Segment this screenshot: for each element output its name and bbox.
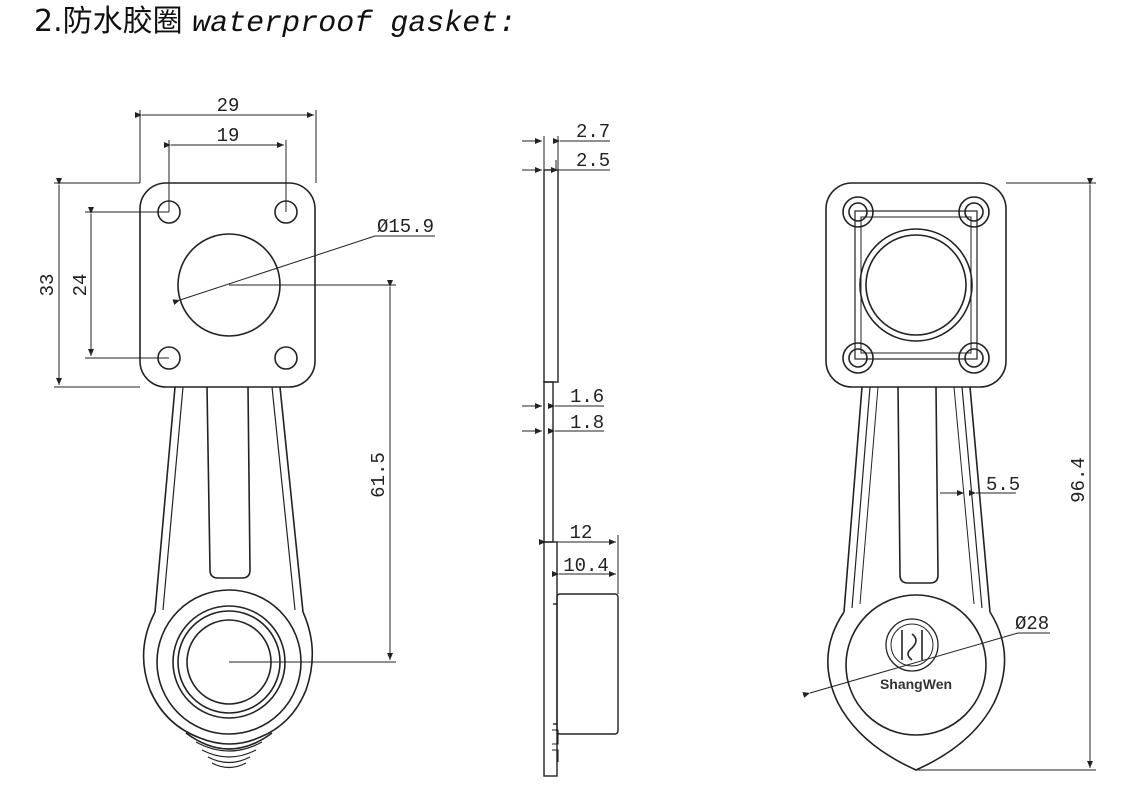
side-view [543,169,619,777]
dim-front-width-holes: 19 [217,125,240,147]
back-cap-disc [845,594,987,736]
title-number: 2. [34,4,63,39]
dim-back-total-len: 96.4 [1068,457,1090,503]
dim-side-t1: 2.7 [576,121,610,143]
front-view [139,182,316,769]
page-title: 2.防水胶圈 waterproof gasket: [34,2,516,44]
dim-front-hole-dia: Ø15.9 [377,216,434,238]
dim-side-depth-outer: 12 [570,522,593,544]
side-cap [556,593,619,735]
front-hole-br [274,346,298,370]
front-dimensions [54,110,435,663]
back-logo-ring [885,618,939,672]
back-cap-outline [827,611,1006,771]
back-flange [825,182,1007,388]
side-arm [543,381,554,543]
front-arm-inner [162,386,296,611]
back-dimensions [802,178,1096,771]
back-view [825,182,1007,771]
back-arm-slot [897,386,939,584]
dim-back-arm: 5.5 [986,474,1020,496]
back-logo-text: ShangWen [880,676,952,692]
dim-back-cap-dia: Ø28 [1015,613,1049,635]
side-lower [543,541,558,777]
dim-front-height-outer: 33 [37,274,59,297]
dim-side-t2: 2.5 [576,150,610,172]
front-arm-outer [154,386,304,613]
title-en: waterproof gasket: [192,7,517,41]
side-flange [543,169,559,383]
back-flange-inset [854,210,978,360]
front-cap-outline [142,611,314,745]
dim-front-center-dist: 61.5 [368,452,390,498]
back-arm-outer [843,386,991,613]
dim-front-height-holes: 24 [70,274,92,297]
front-tab [185,732,273,750]
side-dimensions [522,136,619,594]
title-cn: 防水胶圈 [62,4,183,39]
dim-front-width-outer: 29 [217,95,240,117]
dim-side-t4: 1.8 [570,412,604,434]
dim-side-depth-inner: 10.4 [563,555,609,577]
dim-side-t3: 1.6 [570,386,604,408]
back-center-ring [859,228,973,342]
front-arm-slot [206,386,251,579]
